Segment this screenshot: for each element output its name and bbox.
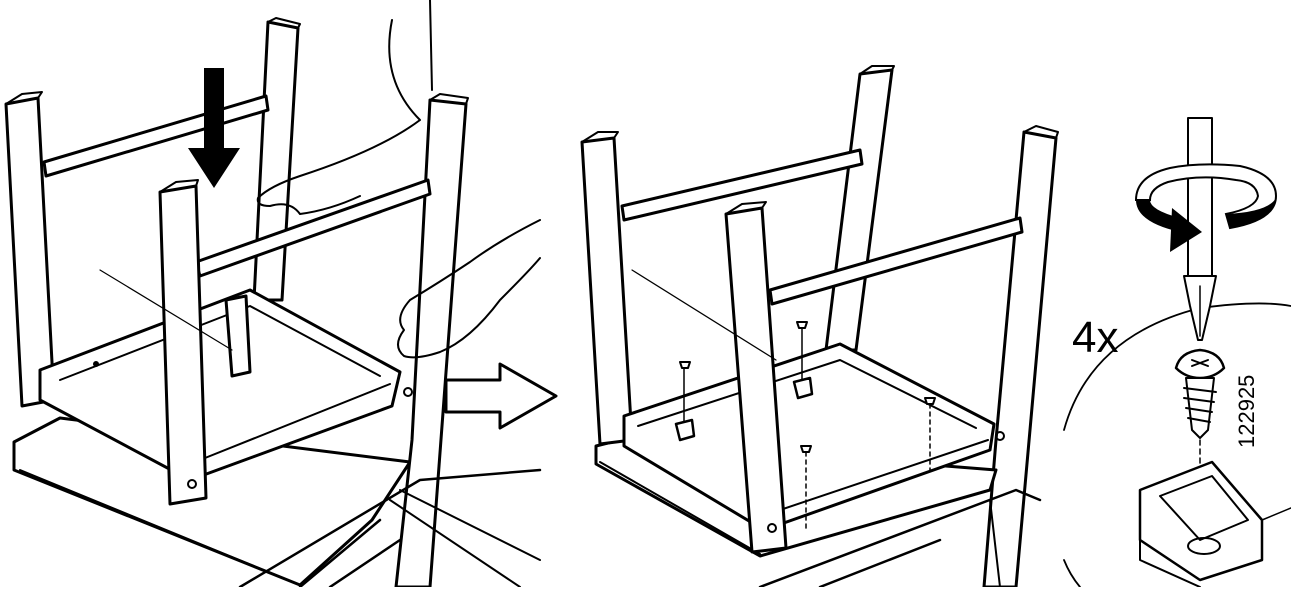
detail-callout: 4x 122925 xyxy=(1064,118,1291,587)
bracket-icon xyxy=(1140,462,1291,587)
panel-attach-brackets xyxy=(582,66,1058,587)
panel-press-seat xyxy=(6,0,540,587)
back-chair xyxy=(14,18,540,587)
part-number: 122925 xyxy=(1234,375,1259,448)
right-outline-arrow-icon xyxy=(446,364,556,428)
hands xyxy=(258,0,540,357)
quantity-label: 4x xyxy=(1072,313,1118,362)
